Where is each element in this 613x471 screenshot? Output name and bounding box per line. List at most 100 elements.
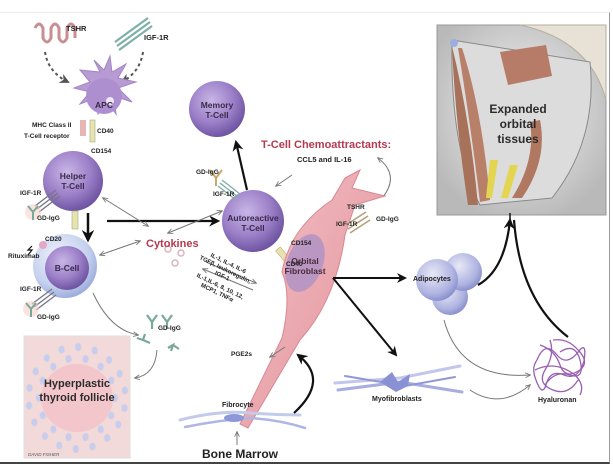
- dashed-arrow-tshr: [44, 51, 70, 83]
- memory-tcell-line1: Memory: [200, 100, 234, 110]
- arrow-myofibroblasts-to-hyaluronan: [469, 385, 530, 400]
- cd20-icon: [39, 241, 47, 249]
- mhc-tcr-complex: [80, 120, 86, 136]
- thyroid-follicle-illustration: [23, 335, 131, 459]
- myofibroblasts-cells: [333, 364, 464, 394]
- thyroid-cell-nucleus: [32, 366, 40, 376]
- rituximab-label: Rituximab: [8, 253, 40, 260]
- thyroid-cell-nucleus: [64, 354, 73, 364]
- fibroblast-line2: Fibroblast: [284, 266, 326, 276]
- thyroid-cell-nucleus: [81, 354, 90, 364]
- thyroid-cell-nucleus: [55, 441, 63, 450]
- arrow-chemo-to-autoreactive: [276, 174, 293, 186]
- thyroid-cell-nucleus: [81, 432, 90, 442]
- thyroid-cell-nucleus: [39, 376, 47, 386]
- pge2-label: PGE2s: [231, 351, 252, 358]
- dashed-arrow-igf1r: [120, 51, 144, 83]
- arrow-bcell-cytokines: [100, 241, 140, 255]
- myofibroblasts-label: Myofibroblasts: [372, 396, 422, 403]
- thyroid-cell-nucleus: [121, 385, 129, 395]
- cytokines-label: Cytokines: [146, 238, 199, 250]
- orbit-line3: tissues: [497, 132, 539, 146]
- thyroid-cell-nucleus: [74, 342, 82, 352]
- helper-igf1r-icon: [34, 189, 61, 213]
- cd20-label: CD20: [45, 236, 62, 243]
- memory-tcell-label: Memory T-Cell: [192, 100, 242, 120]
- thyroid-cell-nucleus: [97, 362, 105, 372]
- autoreactive-igf1r-icon: [217, 179, 241, 201]
- arrow-fibroblast-to-chemo: [378, 158, 391, 198]
- thyroid-cell-nucleus: [39, 410, 47, 420]
- thyroid-line2: thyroid follicle: [39, 392, 115, 404]
- helper-tcell-line1: Helper: [59, 171, 87, 181]
- thyroid-cell-nucleus: [116, 369, 124, 379]
- igf1r-receptor-icon: [114, 17, 153, 51]
- apc-cd40-label: CD40: [97, 128, 114, 135]
- thyroid-cell-nucleus: [88, 441, 97, 451]
- fibroblast-igf1r-label: IGF-1R: [336, 221, 358, 228]
- arrow-autoreactive-cytokines: [168, 211, 222, 233]
- orbit-illustration: [436, 24, 607, 222]
- cd40-cd154-complex: [89, 119, 96, 143]
- autoreactive-line2: T-Cell: [241, 223, 265, 233]
- adipocytes-label: Adipocytes: [413, 276, 451, 283]
- thyroid-cell-nucleus: [72, 444, 80, 454]
- autoreactive-cd40-label: CD40: [286, 261, 303, 268]
- arrow-pge2: [270, 346, 286, 357]
- arrow-fibrocyte-to-fibroblast: [293, 353, 315, 414]
- thyroid-cell-nucleus: [35, 393, 43, 403]
- fibroblast-line1: Orbital: [291, 256, 319, 266]
- thyroid-cell-nucleus: [103, 433, 111, 443]
- thyroid-cell-nucleus: [107, 410, 115, 420]
- thyroid-cell-nucleus: [114, 420, 122, 430]
- helper-bcell-link: [71, 210, 79, 230]
- bcell-label: B-Cell: [54, 263, 80, 273]
- arrow-helper-cytokines: [103, 198, 148, 226]
- apc-cell: [72, 54, 138, 116]
- thyroid-cell-nucleus: [97, 424, 105, 434]
- thyroid-cell-nucleus: [64, 432, 73, 442]
- free-gdigg-antibodies-icon: [136, 314, 180, 352]
- adipocytes-cluster: [416, 253, 482, 315]
- thyroid-cell-nucleus: [49, 362, 57, 372]
- rituximab-icon: [26, 245, 34, 256]
- thyroid-follicle-label: Hyperplastic thyroid follicle: [30, 377, 124, 405]
- mhc-label: MHC Class II: [32, 122, 72, 129]
- apc-label: APC: [95, 100, 113, 110]
- bcell: [45, 246, 89, 290]
- thyroid-cell-nucleus: [105, 355, 113, 365]
- bcell-gdigg-label: GD-IgG: [37, 314, 60, 321]
- autoreactive-tcell-label: Autoreactive T-Cell: [222, 213, 284, 233]
- thyroid-cell-nucleus: [25, 383, 34, 393]
- free-gdigg-label: GD-IgG: [158, 325, 181, 332]
- fibroblast-nucleus: [285, 234, 325, 292]
- chemoattractants-subtitle: CCL5 and IL-16: [297, 155, 352, 164]
- arrow-bcell-to-antibodies: [92, 292, 138, 335]
- thyroid-cell-nucleus: [43, 353, 51, 363]
- arrow-fibroblast-to-myofibroblasts: [332, 277, 398, 357]
- autoreactive-gdigg-antibody-icon: [209, 169, 223, 186]
- thyroid-cell-nucleus: [91, 346, 99, 355]
- thyroid-cell-nucleus: [49, 424, 57, 434]
- arrow-autoreactive-to-memory: [232, 139, 249, 191]
- fibroblast-receptor-icon: [345, 211, 371, 234]
- apc-cd154-label: CD154: [91, 148, 112, 155]
- autoreactive-tcell: [222, 190, 284, 252]
- helper-tcell-label: Helper T-Cell: [48, 171, 98, 191]
- orbit-line2: orbital: [499, 117, 537, 131]
- fibrocyte-label: Fibrocyte: [222, 402, 254, 409]
- orbit-label: Expanded orbital tissues: [478, 102, 558, 147]
- orbit-line1: Expanded: [489, 102, 547, 116]
- thyroid-cell-nucleus: [107, 376, 115, 386]
- thyroid-line1: Hyperplastic: [43, 378, 111, 390]
- tshr-receptor-icon: [33, 22, 77, 44]
- fibroblast-tshr-label: TSHR: [347, 204, 365, 211]
- autoreactive-line1: Autoreactive: [227, 213, 279, 223]
- arrow-fibroblast-to-cytokines: [203, 269, 254, 291]
- autoreactive-gdigg-label: GD-IgG: [196, 169, 219, 176]
- helper-gdigg-label: GD-IgG: [37, 215, 60, 222]
- hyaluronan-label: Hyaluronan: [538, 397, 577, 404]
- orbital-fibroblast-label: Orbital Fibroblast: [280, 256, 330, 276]
- autoreactive-cd154-label: CD154: [291, 240, 312, 247]
